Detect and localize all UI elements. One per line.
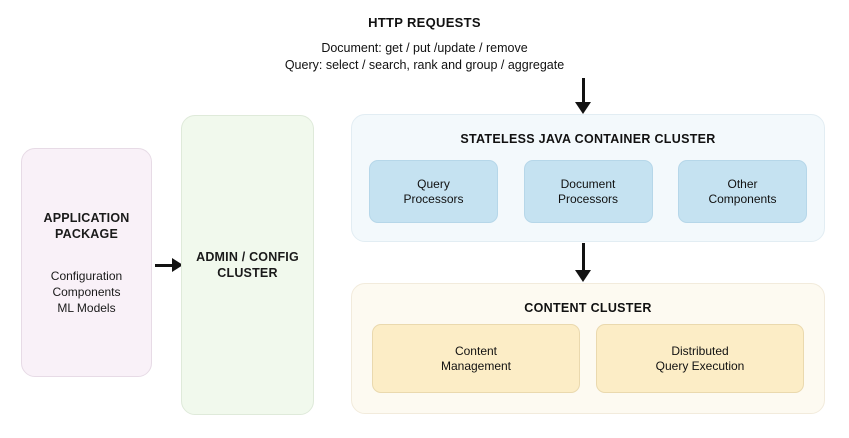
component-distributed-query-execution-line1: Distributed	[671, 343, 729, 358]
component-query-processors-line2: Processors	[403, 191, 464, 206]
container-cluster-panel: STATELESS JAVA CONTAINER CLUSTER Query P…	[351, 114, 825, 242]
content-cluster-components: Content Management Distributed Query Exe…	[372, 324, 804, 393]
admin-config-cluster-title-line2: CLUSTER	[217, 266, 278, 280]
http-requests-title: HTTP REQUESTS	[368, 15, 481, 30]
http-requests-line-query: Query: select / search, rank and group /…	[284, 58, 565, 72]
component-other-components-line1: Other	[727, 176, 758, 191]
component-query-processors: Query Processors	[369, 160, 498, 223]
http-requests-line-document: Document: get / put /update / remove	[321, 41, 528, 55]
component-distributed-query-execution-line2: Query Execution	[655, 358, 745, 373]
component-document-processors-line1: Document	[560, 176, 616, 191]
content-cluster-title: CONTENT CLUSTER	[524, 301, 652, 315]
admin-config-cluster-title: ADMIN / CONFIG CLUSTER	[196, 249, 299, 281]
application-package-title-line1: APPLICATION	[43, 210, 130, 225]
application-package-items: Configuration Components ML Models	[51, 268, 122, 316]
http-requests-description: Document: get / put /update / remove Que…	[0, 40, 849, 74]
content-cluster-panel: CONTENT CLUSTER Content Management Distr…	[351, 283, 825, 414]
admin-config-cluster-box: ADMIN / CONFIG CLUSTER	[181, 115, 314, 415]
application-package-title-line2: PACKAGE	[55, 226, 118, 241]
container-cluster-title: STATELESS JAVA CONTAINER CLUSTER	[460, 132, 716, 146]
component-document-processors: Document Processors	[523, 160, 653, 223]
component-content-management: Content Management	[372, 324, 580, 393]
application-package-title: APPLICATION PACKAGE	[44, 210, 130, 242]
component-distributed-query-execution: Distributed Query Execution	[596, 324, 804, 393]
application-package-item-configuration: Configuration	[50, 268, 123, 283]
component-query-processors-line1: Query	[417, 176, 450, 191]
admin-config-cluster-title-line1: ADMIN / CONFIG	[196, 250, 299, 264]
application-package-item-ml-models: ML Models	[57, 300, 116, 315]
component-document-processors-line2: Processors	[557, 191, 619, 206]
component-content-management-line1: Content	[454, 343, 497, 358]
application-package-item-components: Components	[52, 284, 121, 299]
component-content-management-line2: Management	[440, 358, 512, 373]
application-package-box: APPLICATION PACKAGE Configuration Compon…	[21, 148, 152, 377]
component-other-components: Other Components	[678, 160, 807, 223]
container-cluster-components: Query Processors Document Processors Oth…	[369, 160, 807, 223]
component-other-components-line2: Components	[708, 191, 777, 206]
